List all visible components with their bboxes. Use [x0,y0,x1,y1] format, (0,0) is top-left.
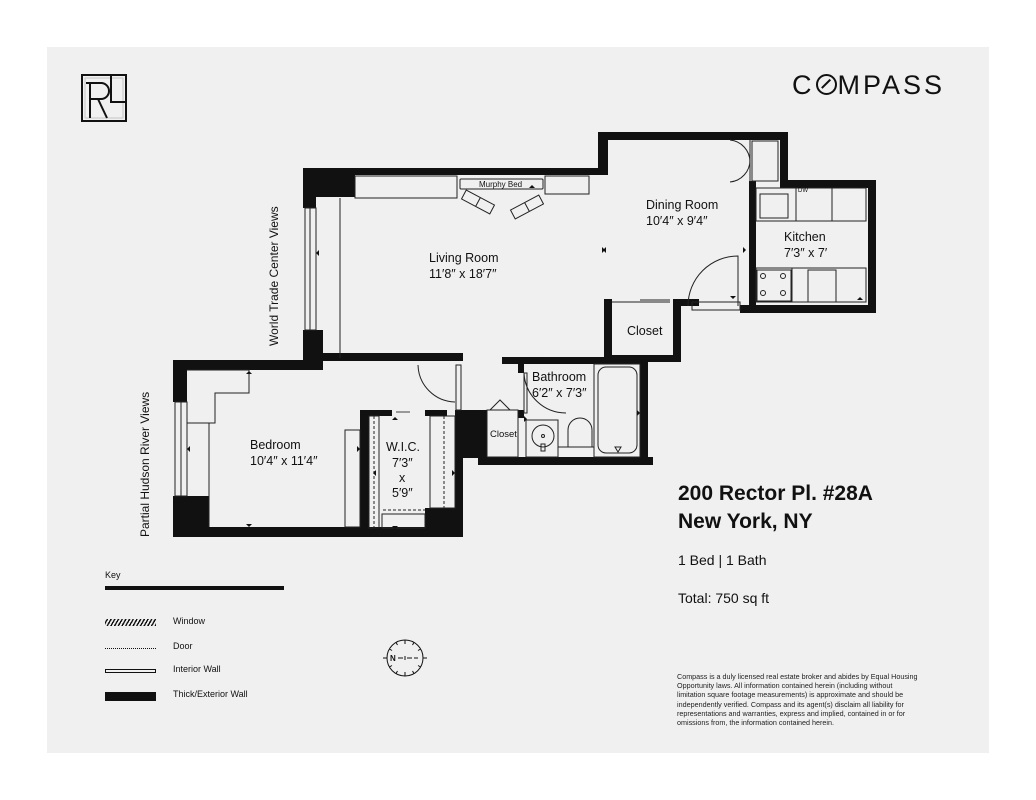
key-item-label: Thick/Exterior Wall [173,689,248,699]
rl-logo-icon [81,74,127,122]
murphy-bed-label: Murphy Bed [479,180,523,189]
legal-disclaimer: Compass is a duly licensed real estate b… [677,672,918,728]
exterior-wall-swatch-icon [105,692,156,701]
door-swatch-icon [105,648,156,649]
dishwasher-label: DW [798,188,808,194]
north-compass-icon: N [383,639,427,677]
key-item-label: Door [173,641,193,651]
listing-address: 200 Rector Pl. #28A New York, NY [678,480,873,536]
bathroom-label: Bathroom [532,370,587,384]
wic-dim-2: 5′9″ [392,486,413,500]
bedroom-dims: 10′4″ x 11′4″ [250,454,318,468]
total-square-footage: Total: 750 sq ft [678,590,770,606]
wic-dim-x: x [399,471,406,485]
address-line-2: New York, NY [678,510,813,533]
compass-north-label: N [390,654,396,663]
world-trade-center-views-label: World Trade Center Views [267,206,281,346]
bed-bath-count: 1 Bed | 1 Bath [678,552,767,568]
key-title: Key [105,570,121,580]
address-line-1: 200 Rector Pl. #28A [678,482,873,505]
bathroom-dims: 6′2″ x 7′3″ [532,386,587,400]
kitchen-label: Kitchen [784,230,826,244]
compass-o-glyph-icon [815,74,837,95]
dining-room-label: Dining Room [646,198,719,212]
wic-dim-1: 7′3″ [392,456,413,470]
interior-wall-swatch-icon [105,669,156,673]
living-room-label: Living Room [429,251,499,265]
key-item-label: Window [173,616,206,626]
key-item-label: Interior Wall [173,664,221,674]
window-swatch-icon [105,619,156,626]
wic-label: W.I.C. [386,440,421,454]
hudson-river-views-label: Partial Hudson River Views [138,391,152,537]
closet-hall-label: Closet [490,429,517,440]
kitchen-dims: 7′3″ x 7′ [784,246,828,260]
bedroom-label: Bedroom [250,438,301,452]
closet-main-label: Closet [627,324,663,338]
living-room-dims: 11′8″ x 18′7″ [429,267,497,281]
key-divider [105,586,284,590]
floorplan-sheet [47,47,989,753]
dining-room-dims: 10′4″ x 9′4″ [646,214,708,228]
